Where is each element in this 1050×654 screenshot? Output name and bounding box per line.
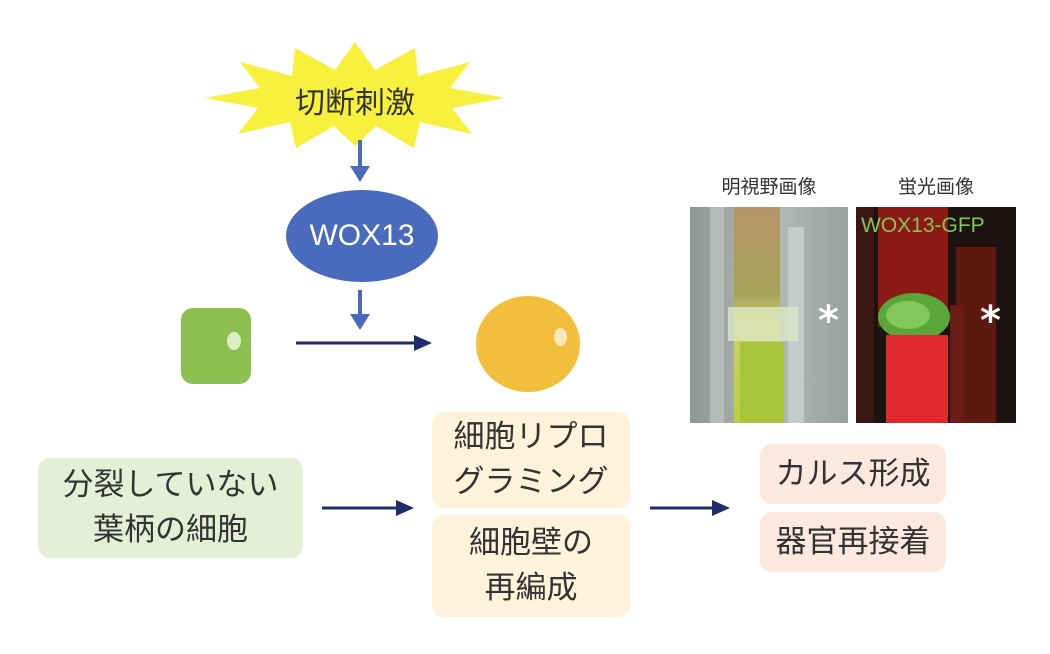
- wox13-ellipse: WOX13: [286, 190, 438, 282]
- organ-reattachment-box: 器官再接着: [760, 512, 946, 572]
- arrow-cell-conversion: [296, 335, 432, 351]
- arrow-to-reprogramming: [322, 500, 414, 516]
- arrow-wox13-down: [350, 290, 370, 330]
- starburst-shape: [205, 42, 505, 148]
- callus-formation-box: カルス形成: [760, 444, 946, 504]
- fluorescence-asterisk: *: [980, 298, 1001, 344]
- brightfield-image: [690, 207, 848, 423]
- reprogramming-box: 細胞リプロ グラミング: [432, 412, 630, 508]
- green-cell: [181, 308, 251, 384]
- brightfield-label: 明視野画像: [721, 176, 817, 198]
- cell-wall-box: 細胞壁の 再編成: [432, 515, 630, 617]
- orange-cell-nucleus: [554, 328, 567, 346]
- non-dividing-cell-box: 分裂していない 葉柄の細胞: [38, 458, 303, 558]
- green-cell-nucleus: [227, 332, 241, 350]
- brightfield-asterisk: *: [818, 298, 839, 344]
- fluorescence-label: 蛍光画像: [897, 176, 974, 198]
- stimulus-label: 切断刺激: [295, 86, 415, 121]
- arrow-to-outcomes: [650, 500, 730, 516]
- arrow-stimulus-to-wox13: [350, 140, 370, 182]
- fluorescence-overlay-label: WOX13-GFP: [861, 214, 985, 237]
- fluorescence-image: [856, 207, 1016, 423]
- wox13-label: WOX13: [309, 219, 415, 252]
- orange-cell: [476, 296, 580, 392]
